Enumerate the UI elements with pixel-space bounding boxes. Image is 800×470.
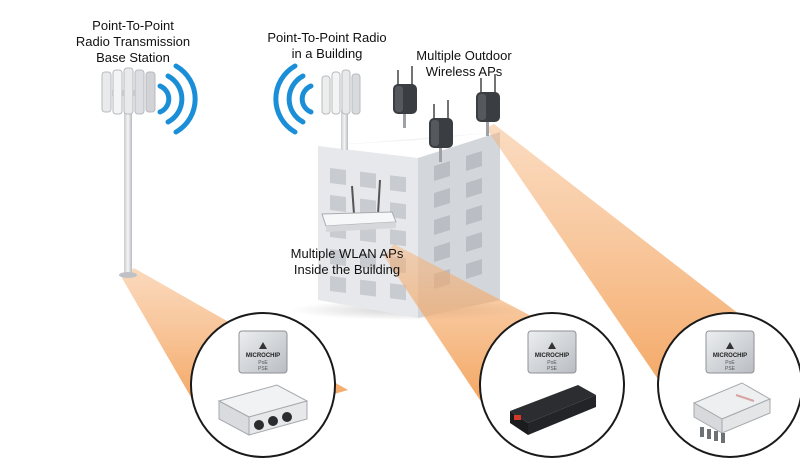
label-base-station: Point-To-Point Radio Transmission Base S… bbox=[75, 18, 191, 65]
wifi-waves-icon bbox=[157, 63, 198, 135]
device-insets: MICROCHIPPoEPSEMICROCHIPPoEPSEMICROCHIPP… bbox=[190, 312, 800, 458]
chip-text-line-1: PoE bbox=[725, 360, 735, 366]
wifi-waves-icon bbox=[273, 63, 314, 135]
chip-text-line-1: PoE bbox=[547, 360, 557, 366]
outdoor-ap-icon bbox=[429, 100, 453, 162]
chip-brand-text: MICROCHIP bbox=[246, 353, 280, 359]
chip-text-line-2: PSE bbox=[547, 366, 558, 372]
indoor-ap-icon bbox=[321, 179, 397, 232]
outdoor-box-device bbox=[692, 382, 772, 443]
chip-brand-text: MICROCHIP bbox=[713, 353, 747, 359]
label-building-radio: Point-To-Point Radio in a Building bbox=[267, 30, 387, 61]
injector-device-icon bbox=[510, 385, 596, 435]
chip-text-line-2: PSE bbox=[725, 366, 736, 372]
chip-text-line-2: PSE bbox=[258, 366, 269, 372]
outdoor-ap-icon bbox=[476, 74, 500, 136]
outdoor-ap-icon bbox=[393, 66, 417, 128]
poe-switch-device bbox=[217, 384, 309, 436]
antenna-tower-icon bbox=[101, 67, 156, 278]
rooftop-radio-icon bbox=[321, 69, 361, 150]
outdoor-aps bbox=[393, 66, 500, 162]
label-indoor-aps: Multiple WLAN APs Inside the Building bbox=[290, 246, 404, 277]
chip-brand-text: MICROCHIP bbox=[535, 353, 569, 359]
label-outdoor-aps: Multiple Outdoor Wireless APs bbox=[416, 48, 512, 79]
chip-text-line-1: PoE bbox=[258, 360, 268, 366]
